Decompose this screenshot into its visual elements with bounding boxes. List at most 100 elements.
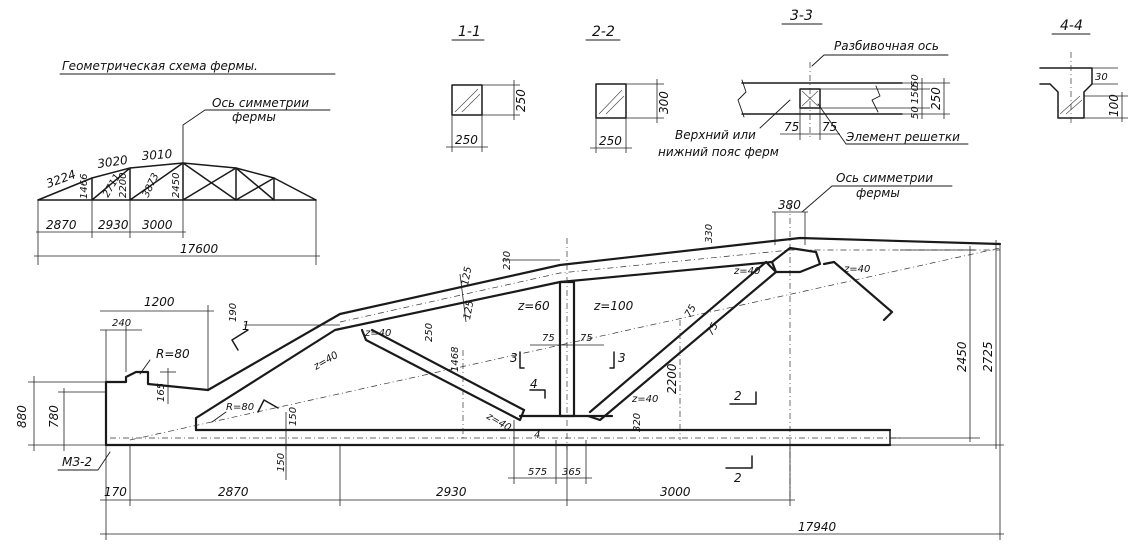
scheme-web-left <box>91 162 184 201</box>
truss-d250: 250 <box>424 323 435 342</box>
section-3-3-break-m <box>871 85 881 113</box>
truss-axis-label-1: Ось симметрии <box>836 171 933 185</box>
section-4-4-label: 4-4 <box>1060 18 1083 34</box>
truss-d320: 320 <box>632 413 643 432</box>
truss-web-diag-2 <box>586 260 778 422</box>
truss-z60: z=60 <box>517 299 550 313</box>
section-2-2-h: 300 <box>657 91 671 114</box>
section-3-3-b1: 75 <box>784 120 799 134</box>
truss-d75c: 75 <box>683 303 699 320</box>
truss-web-diag-1 <box>360 328 526 422</box>
truss-cut-4-mark <box>529 389 546 399</box>
truss-d150b: 150 <box>276 453 287 472</box>
scheme-web-4: 3873 <box>141 172 162 200</box>
scheme-span-1: 2870 <box>46 218 77 232</box>
truss-cut-3b: 3 <box>618 351 626 365</box>
section-3-3-break-l <box>737 79 747 118</box>
truss-r80a-leader <box>139 359 151 375</box>
section-3-3-belt-note-2: нижний пояс ферм <box>658 145 779 159</box>
scheme-panel-2: 3020 <box>96 153 129 171</box>
truss-h880: 880 <box>15 405 29 428</box>
truss-d575: 575 <box>528 467 547 478</box>
truss-cut-2b-mark <box>725 455 753 469</box>
truss-d150a: 150 <box>288 407 299 426</box>
section-3-3-b2: 75 <box>822 120 837 134</box>
truss-web-diag-2-top <box>588 260 768 414</box>
section-2-2-hatch-a <box>598 89 623 115</box>
truss-axis-label-2: фермы <box>856 186 900 200</box>
section-4-4-hatch-b <box>1065 99 1083 115</box>
scheme-web-3: 2200 <box>118 173 129 198</box>
truss-top-chord-outer <box>206 236 1002 392</box>
truss-cut-1: 1 <box>242 319 250 333</box>
section-3-3-axis-note: Разбивочная ось <box>834 39 939 53</box>
truss-axis-leader <box>801 185 953 213</box>
section-3-3-belt-leader <box>759 99 791 129</box>
truss-bottom-d0: 170 <box>104 485 127 499</box>
section-4-4-body <box>1039 67 1093 119</box>
truss-cut-4b: 4 <box>534 430 540 441</box>
scheme-span-2: 2930 <box>98 218 129 232</box>
section-4-4-d1: 30 <box>1095 72 1108 83</box>
scheme-span-3: 3000 <box>142 218 173 232</box>
truss-cut-3a-mark <box>519 351 525 369</box>
truss-cut-1a <box>231 329 249 351</box>
scheme-web-1: 1466 <box>79 174 90 199</box>
truss-cut-4: 4 <box>530 377 538 391</box>
section-3-3: 3-3 Разбивочная ось 50 150 50 250 75 75 … <box>658 8 969 159</box>
truss-r80b: R=80 <box>226 402 254 413</box>
section-1-1-h: 250 <box>514 89 528 112</box>
section-4-4-d2: 100 <box>1107 94 1121 117</box>
scheme-title: Геометрическая схема фермы. <box>62 59 258 73</box>
truss-bottom-d2: 2930 <box>436 485 467 499</box>
section-2-2: 2-2 300 250 <box>585 24 671 153</box>
truss-bottom-d3: 3000 <box>660 485 691 499</box>
truss-z100: z=100 <box>593 299 634 313</box>
truss-support-label: МЗ-2 <box>62 455 92 469</box>
truss-z40b: z=40 <box>311 350 340 373</box>
scheme-axis-label-1: Ось симметрии <box>212 96 309 110</box>
section-1-1: 1-1 250 250 <box>446 24 528 152</box>
scheme-web-right <box>182 162 275 201</box>
scheme-web-right-b <box>235 177 275 201</box>
truss-cut-2: 2 <box>734 389 742 403</box>
truss-h780: 780 <box>47 405 61 428</box>
section-3-3-label: 3-3 <box>790 8 813 24</box>
truss-d75d: 75 <box>705 321 721 338</box>
truss-d365: 365 <box>562 467 581 478</box>
section-3-3-lattice-leader <box>817 103 969 145</box>
section-1-1-label: 1-1 <box>458 24 481 40</box>
truss-d75a: 75 <box>542 333 555 344</box>
section-3-3-d2: 150 <box>910 85 921 104</box>
section-4-4: 4-4 30 100 <box>1039 18 1128 126</box>
truss-top-chord-axis-a <box>129 247 1001 441</box>
section-3-3-lattice-hatch-b <box>801 90 819 107</box>
truss-dim-125 <box>459 273 467 323</box>
scheme-web-right-c <box>182 167 237 201</box>
truss-d330: 330 <box>704 224 715 243</box>
truss-cut-1b <box>257 399 279 413</box>
truss-d1468: 1468 <box>450 347 461 372</box>
section-2-2-label: 2-2 <box>592 24 615 40</box>
section-3-3-belt-note-1: Верхний или <box>675 128 756 142</box>
truss-h2725: 2725 <box>981 341 995 372</box>
truss-d125b: 125 <box>462 300 476 321</box>
section-2-2-hatch-b <box>605 95 625 115</box>
truss-cut-2b: 2 <box>734 471 742 485</box>
scheme-axis-label-2: фермы <box>232 110 276 124</box>
truss-axis-width-val: 380 <box>778 198 801 212</box>
truss-d75b: 75 <box>580 333 593 344</box>
section-3-3-axis-leader <box>811 54 949 67</box>
section-3-3-total: 250 <box>929 87 943 110</box>
truss-top-chord-axis-b <box>339 249 1000 323</box>
truss-z40e: z=40 <box>733 266 760 277</box>
scheme-panel-3: 3010 <box>141 147 173 163</box>
truss-r80b-leader <box>211 411 227 423</box>
truss-d1200: 1200 <box>144 295 175 309</box>
section-1-1-hatch-a <box>454 88 479 113</box>
section-3-3-d3: 50 <box>910 106 921 119</box>
truss-cut-2-mark <box>729 391 757 405</box>
truss-d125a: 125 <box>460 266 474 287</box>
section-2-2-w: 250 <box>599 134 622 148</box>
truss-web-diag-1-top <box>370 328 526 412</box>
